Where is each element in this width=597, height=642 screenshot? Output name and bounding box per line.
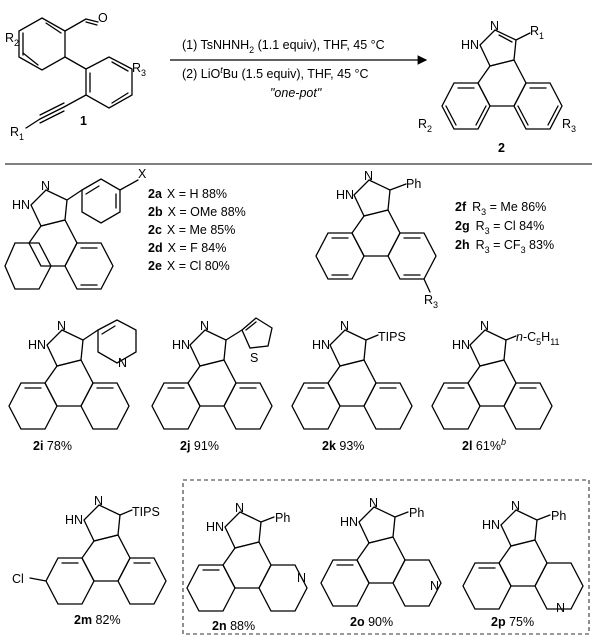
label-2n: 2n 88%	[212, 619, 255, 633]
ring-n-label: N	[430, 579, 439, 593]
starting-material-1: O R2 R3 R1 1	[5, 11, 146, 142]
condition-one-pot: "one-pot"	[270, 86, 322, 100]
compound-1-label: 1	[80, 114, 87, 128]
aldehyde-o-label: O	[98, 11, 108, 25]
label-2p: 2p 75%	[491, 615, 534, 629]
hn-label: HN	[12, 198, 30, 212]
n-label: N	[369, 496, 378, 510]
compound-2-label: 2	[498, 141, 505, 155]
product-n-label: N	[490, 19, 499, 33]
compound-2i: N HN N 2i 78%	[8, 319, 137, 453]
compound-2m: N HN TIPS Cl 2m 82%	[12, 494, 167, 627]
n-label: N	[340, 319, 349, 333]
tips-label: TIPS	[378, 330, 406, 344]
n-label: N	[41, 179, 50, 193]
cl-label: Cl	[12, 572, 24, 586]
hn-label: HN	[206, 520, 224, 534]
pentyl-label: n-C5H11	[516, 330, 560, 347]
hn-label: HN	[28, 338, 46, 352]
ph-label: Ph	[275, 511, 290, 525]
product-hn-label: HN	[461, 38, 479, 52]
compound-2p: N HN Ph N 2p 75%	[462, 499, 584, 629]
ph-label: Ph	[409, 506, 424, 520]
product-r1-label: R1	[530, 24, 544, 41]
ph-label: Ph	[551, 509, 566, 523]
compound-2l: N HN n-C5H11 2l 61%b	[431, 319, 560, 453]
compound-2o: N HN Ph N 2o 90%	[320, 496, 442, 629]
tips-label: TIPS	[132, 505, 160, 519]
ph-label: Ph	[406, 177, 421, 191]
sm-r3-label: R3	[132, 61, 146, 78]
label-2m: 2m 82%	[74, 613, 121, 627]
n-label: N	[94, 494, 103, 508]
hn-label: HN	[336, 188, 354, 202]
label-2l: 2l 61%b	[462, 437, 506, 453]
n-label: N	[57, 319, 66, 333]
ring-n-label: N	[556, 601, 565, 615]
compound-2n: N HN Ph N 2n 88%	[186, 501, 308, 633]
n-label: N	[200, 319, 209, 333]
product-r3-label: R3	[562, 117, 576, 134]
ring-n-label: N	[297, 571, 306, 585]
pyridine-n-label: N	[118, 356, 127, 370]
hn-label: HN	[312, 338, 330, 352]
n-label: N	[364, 169, 373, 183]
label-2j: 2j 91%	[180, 439, 219, 453]
hn-label: HN	[172, 338, 190, 352]
sm-r2-label: R2	[5, 31, 19, 48]
label-2o: 2o 90%	[350, 615, 393, 629]
x-label: X	[138, 167, 147, 181]
n-label: N	[480, 319, 489, 333]
sm-r1-label: R1	[10, 125, 24, 142]
dashed-box	[182, 479, 590, 635]
label-2k: 2k 93%	[322, 439, 364, 453]
label-2i: 2i 78%	[33, 439, 72, 453]
condition-step-1: (1) TsNHNH2 (1.1 equiv), THF, 45 °C	[182, 38, 385, 55]
compound-2j: N HN S 2j 91%	[151, 317, 273, 453]
compound-2k: N HN TIPS 2k 93%	[291, 319, 413, 453]
scaffold-2a-2e: N HN X	[4, 167, 147, 290]
thiophene-s-label: S	[250, 351, 258, 365]
product-2: N HN R1 R2 R3 2	[418, 19, 576, 155]
product-r2-label: R2	[418, 117, 432, 134]
hn-label: HN	[482, 518, 500, 532]
hn-label: HN	[340, 515, 358, 529]
scaffold-2f-2h: N HN Ph R3	[315, 169, 438, 310]
n-label: N	[511, 499, 520, 513]
r3-label: R3	[424, 293, 438, 310]
hn-label: HN	[452, 338, 470, 352]
reaction-arrow: (1) TsNHNH2 (1.1 equiv), THF, 45 °C (2) …	[170, 38, 428, 100]
hn-label: HN	[65, 513, 83, 527]
condition-step-2: (2) LiOtBu (1.5 equiv), THF, 45 °C	[182, 65, 369, 81]
n-label: N	[235, 501, 244, 515]
